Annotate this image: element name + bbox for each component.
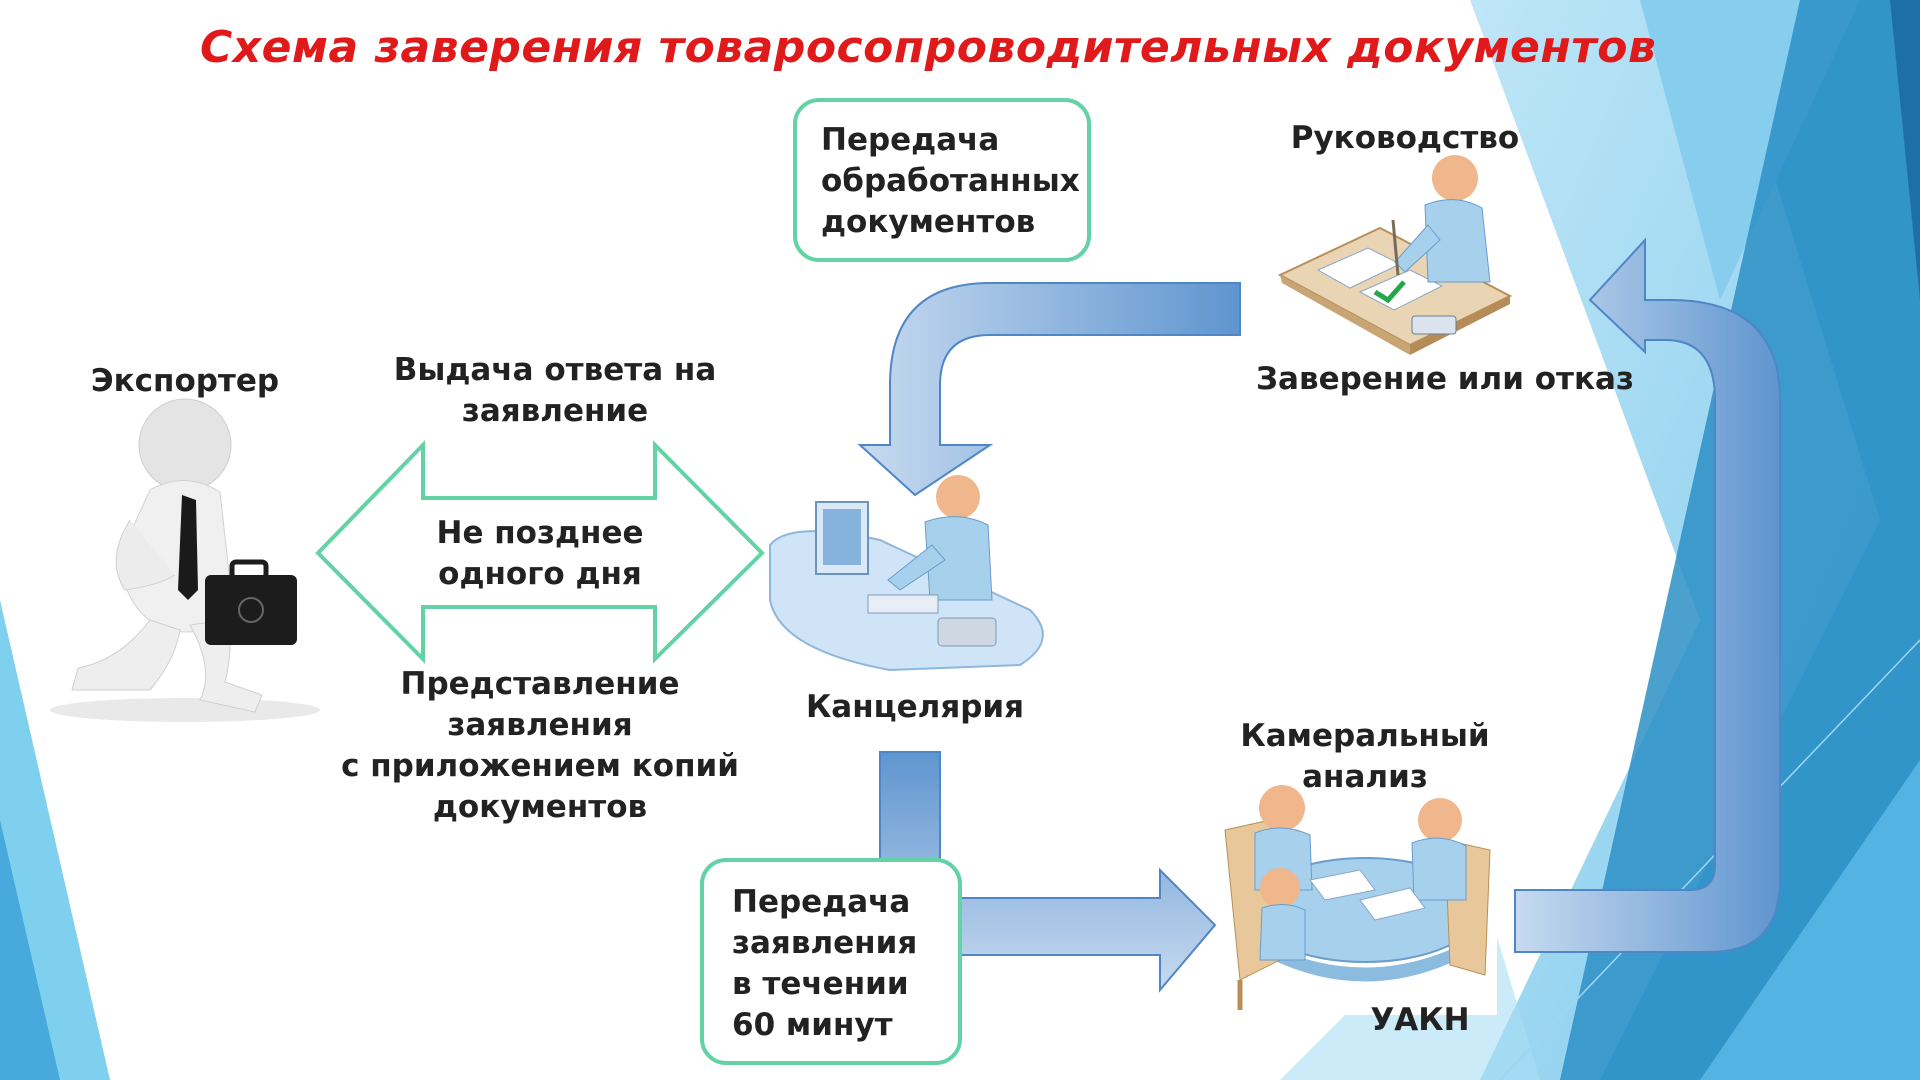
double-arrow bbox=[315, 440, 765, 664]
uakn-label: УАКН bbox=[1370, 1002, 1470, 1038]
desk-analysis-label: Камеральный анализ bbox=[1240, 718, 1490, 795]
management-label: Руководство bbox=[1290, 120, 1520, 156]
deadline-label: Не позднее одного дня bbox=[436, 515, 644, 592]
submission-label: Представление заявления с приложением ко… bbox=[341, 666, 739, 825]
certify-label: Заверение или отказ bbox=[1256, 361, 1634, 397]
page-title: Схема заверения товаросопроводительных д… bbox=[200, 22, 1657, 73]
exporter-label: Экспортер bbox=[90, 363, 280, 399]
arrow-uakn-to-management bbox=[1514, 237, 1781, 953]
arrow-office-to-uakn bbox=[879, 751, 1217, 993]
response-label: Выдача ответа на заявление bbox=[393, 352, 717, 429]
transfer-processed-box: Передача обработанных документов bbox=[793, 98, 1091, 262]
arrow-management-to-office bbox=[857, 282, 1241, 497]
transfer-application-box: Передача заявления в течении 60 минут bbox=[700, 858, 962, 1065]
office-label: Канцелярия bbox=[805, 689, 1025, 725]
